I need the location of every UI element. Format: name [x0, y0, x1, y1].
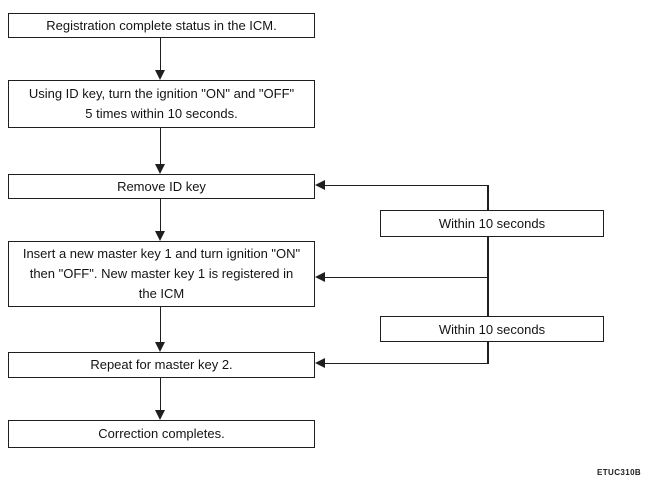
connector-line [159, 378, 162, 411]
flow-node-ignition-cycle: Using ID key, turn the ignition "ON" and… [8, 80, 315, 128]
connector-line [324, 184, 489, 187]
flow-node-label: Registration complete status in the ICM. [46, 17, 277, 33]
connector-left-to-remove-id-key [315, 180, 489, 191]
flow-node-label: Remove ID key [117, 178, 206, 194]
connector-line [159, 199, 162, 232]
timing-label-within-10-seconds-1: Within 10 seconds [380, 210, 604, 237]
connector-down-1 [155, 38, 166, 80]
connector-down-4 [155, 307, 166, 352]
arrow-left-icon [315, 272, 325, 282]
connector-line [324, 276, 489, 279]
connector-down-5 [155, 378, 166, 420]
connector-left-to-insert-master-key-1 [315, 272, 489, 283]
connector-down-3 [155, 199, 166, 241]
arrow-down-icon [155, 164, 165, 174]
timing-label-text: Within 10 seconds [438, 321, 546, 337]
flow-node-remove-id-key: Remove ID key [8, 174, 315, 199]
arrow-down-icon [155, 70, 165, 80]
arrow-left-icon [315, 358, 325, 368]
flow-node-label: Repeat for master key 2. [90, 357, 233, 373]
arrow-down-icon [155, 342, 165, 352]
flow-node-insert-master-key-1: Insert a new master key 1 and turn ignit… [8, 241, 315, 307]
flow-node-label: Correction completes. [98, 426, 225, 442]
connector-line [159, 128, 162, 165]
flow-node-label: Insert a new master key 1 and turn ignit… [22, 246, 301, 301]
timing-label-text: Within 10 seconds [438, 216, 546, 231]
flow-node-label: Using ID key, turn the ignition "ON" and… [28, 86, 295, 121]
connector-down-2 [155, 128, 166, 174]
connector-line [159, 38, 162, 71]
connector-line [324, 362, 489, 365]
arrow-down-icon [155, 410, 165, 420]
arrow-left-icon [315, 180, 325, 190]
timing-label-within-10-seconds-2: Within 10 seconds [380, 316, 604, 342]
flow-node-registration-complete: Registration complete status in the ICM. [8, 13, 315, 38]
connector-line [159, 307, 162, 343]
flow-node-correction-completes: Correction completes. [8, 420, 315, 448]
feedback-rail-line [487, 185, 489, 364]
flow-node-repeat-master-key-2: Repeat for master key 2. [8, 352, 315, 378]
figure-code-label: ETUC310B [597, 468, 642, 477]
connector-left-to-repeat-master-key-2 [315, 358, 489, 369]
arrow-down-icon [155, 231, 165, 241]
